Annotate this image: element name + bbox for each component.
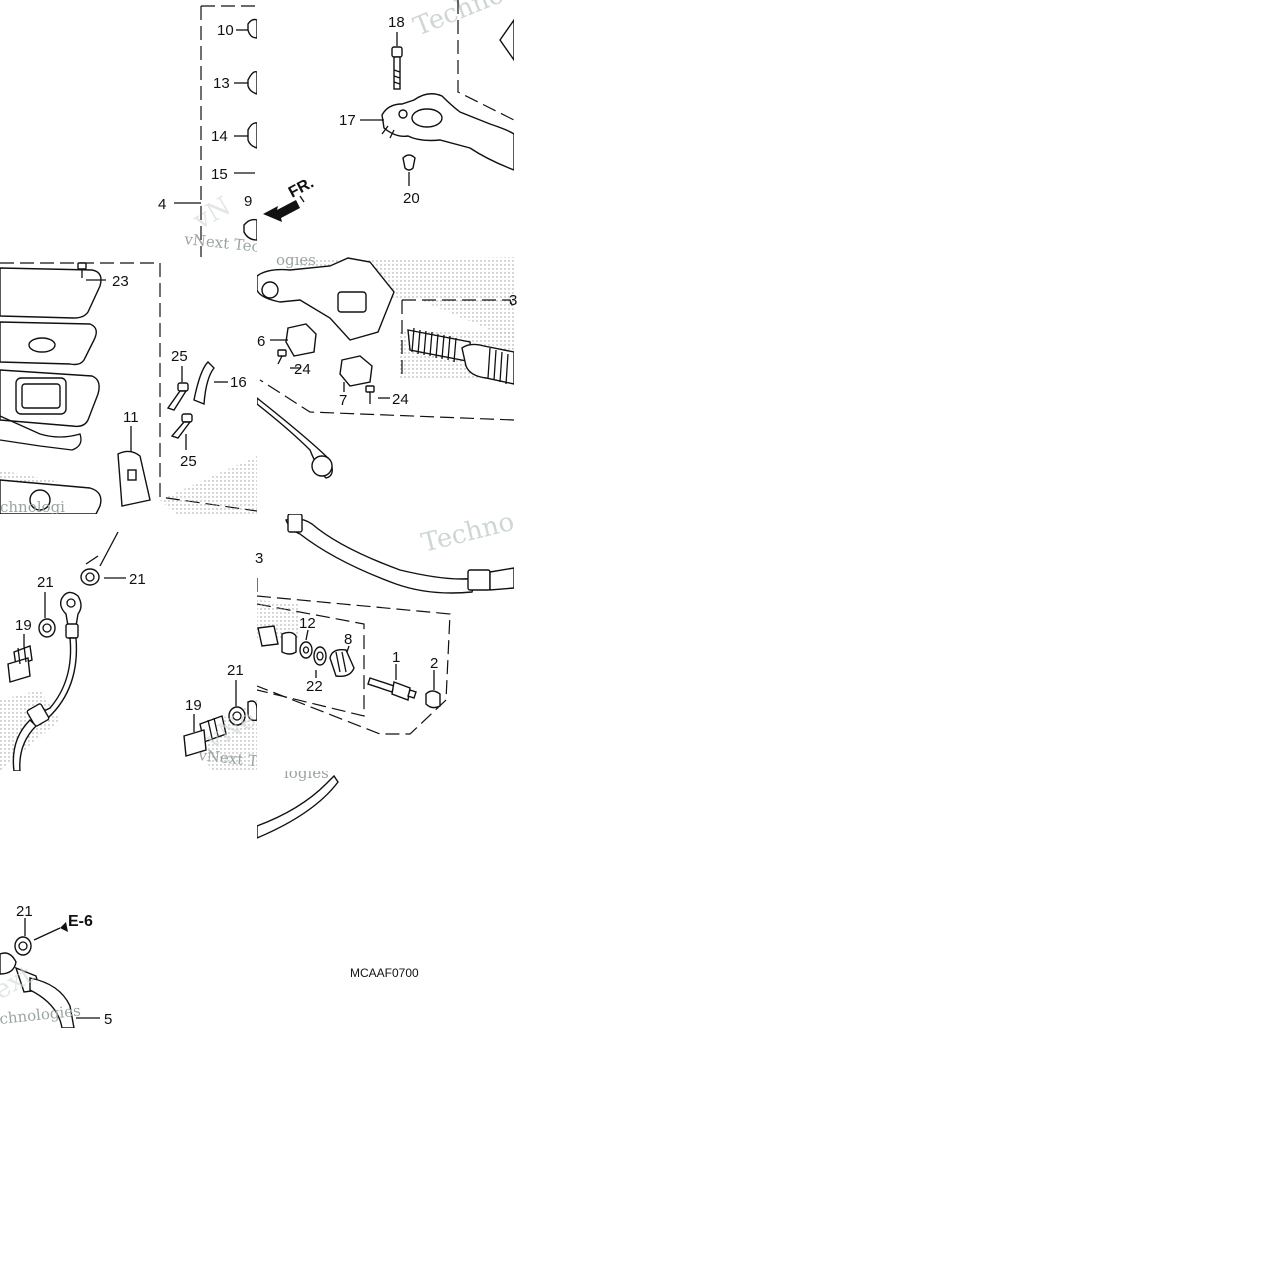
svg-text:ogies: ogies (276, 251, 316, 269)
callout-19-b: 19 (185, 697, 202, 714)
callout-labels: 10 13 14 15 4 9 18 17 20 23 25 16 11 25 … (15, 14, 517, 1028)
callout-23: 23 (112, 273, 129, 290)
callout-24-top: 24 (294, 361, 311, 378)
callout-19-a: 19 (15, 617, 32, 634)
callout-9: 9 (244, 193, 252, 210)
svg-text:chnologi: chnologi (0, 498, 65, 516)
callout-11: 11 (123, 409, 139, 426)
callout-25-bottom: 25 (180, 453, 197, 470)
callout-7: 7 (339, 392, 347, 409)
callout-21-a: 21 (37, 574, 54, 591)
callout-4: 4 (158, 196, 166, 213)
callout-12: 12 (299, 615, 316, 632)
tile-middle-middle: HON ogies (257, 251, 514, 479)
front-arrow-label: FR. (286, 174, 317, 201)
callout-16: 16 (230, 374, 247, 391)
tile-bottom-middle: Techno (257, 507, 517, 735)
svg-text:Techno: Techno (409, 0, 508, 42)
callout-6: 6 (257, 333, 265, 350)
callout-25-top: 25 (171, 348, 188, 365)
callout-3: 3 (509, 292, 517, 309)
callout-1: 1 (392, 649, 400, 666)
reference-label: E-6 (68, 913, 93, 930)
callout-2: 2 (430, 655, 438, 672)
svg-text:Techno: Techno (418, 507, 517, 559)
callout-15: 15 (211, 166, 228, 183)
callout-14: 14 (211, 128, 228, 145)
tile-below-left: ext chnologies (0, 918, 100, 1028)
tile-bottom-left: vNext Tec vNe (0, 531, 257, 771)
callout-24-bottom: 24 (392, 391, 409, 408)
callout-21-c: 21 (227, 662, 244, 679)
callout-17: 17 (339, 112, 356, 129)
svg-text:vN: vN (188, 191, 236, 236)
callout-10: 10 (217, 22, 234, 39)
callout-3-b: 3 (255, 550, 263, 567)
callout-5: 5 (104, 1011, 112, 1028)
callout-8: 8 (344, 631, 352, 648)
callout-21-b: 21 (129, 571, 146, 588)
callout-22: 22 (306, 678, 323, 695)
callout-21-d: 21 (16, 903, 33, 920)
tile-middle-left: chnologi (0, 262, 257, 516)
tile-below-middle: logies (257, 764, 339, 839)
part-code: MCAAF0700 (350, 966, 419, 980)
callout-18: 18 (388, 14, 405, 31)
callout-20: 20 (403, 190, 420, 207)
callout-13: 13 (213, 75, 230, 92)
svg-text:logies: logies (284, 764, 329, 782)
